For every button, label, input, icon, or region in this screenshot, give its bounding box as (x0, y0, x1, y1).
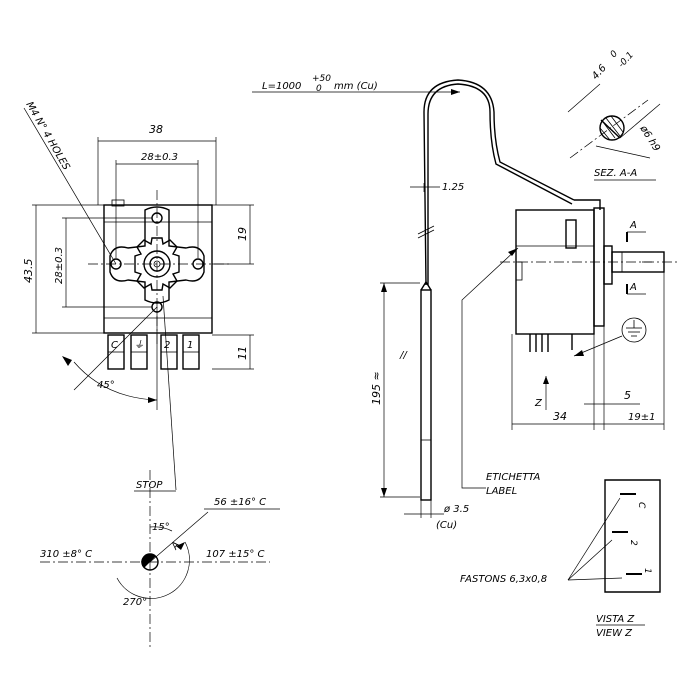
section-letter-top: A (629, 220, 637, 231)
dim-height-label: 43.5 (22, 259, 35, 284)
angle-15-label: 15° (152, 522, 170, 533)
right-temp-label: 107 ±15° C (206, 549, 265, 560)
rotation-label: 270° (123, 597, 147, 608)
section-title: SEZ. A-A (594, 168, 637, 179)
section-dim-dia6: ø6 h9 (637, 123, 662, 154)
label-line2: LABEL (486, 486, 517, 497)
left-temp-label: 310 ±8° C (40, 549, 92, 560)
front-view: C ⏚ 2 1 38 28±0.3 43.5 28±0.3 19 (22, 100, 254, 491)
dim-width-label: 38 (149, 123, 163, 136)
thermostat-body (103, 204, 213, 334)
length-label: L=1000 (262, 81, 301, 92)
angle-45-label: 45° (97, 380, 115, 391)
view-z-body (604, 479, 661, 593)
bulb-length-label: 195 ≈ (370, 371, 383, 405)
section-letter-bottom: A (629, 282, 637, 293)
hole-note: M4 N° 4 HOLES (23, 100, 71, 173)
tube-dia-label: 1.25 (442, 182, 464, 193)
side-view: A A Z 34 5 19±1 ETICHETTA LABEL (461, 199, 680, 497)
top-right-temp-label: 56 ±16° C (214, 497, 266, 508)
dim-19-label: 19±1 (628, 412, 655, 423)
ground-symbol (621, 317, 647, 343)
capillary-tube: L=1000 +50 0 mm (Cu) 1.25 // 195 ≈ ø 3.5… (252, 74, 575, 531)
mounting-plate (109, 206, 205, 304)
z-label: Z (534, 398, 543, 409)
dim-hole-spacing-h-label: 28±0.3 (141, 152, 178, 163)
section-dim-46-upper: 0 (609, 49, 620, 60)
section-aa: 4.6 0 -0.1 ø6 h9 SEZ. A-A (567, 49, 662, 181)
capillary-loop (423, 79, 575, 286)
dim-hole-spacing-v-label: 28±0.3 (54, 247, 65, 284)
dim-right-label: 19 (236, 227, 249, 241)
length-tol-upper: +50 (312, 74, 331, 84)
length-tol-lower: 0 (316, 84, 322, 94)
section-dim-46-lower: -0.1 (617, 50, 636, 70)
length-unit: mm (Cu) (334, 81, 378, 92)
shaft-gear (134, 237, 180, 291)
terminal-label-1: 1 (187, 340, 193, 351)
dim-terminal-label: 11 (236, 346, 249, 360)
terminal-label-2: 2 (164, 340, 170, 351)
break-mark: // (399, 350, 408, 361)
view-z: C 2 1 FASTONS 6,3x0,8 VISTA Z VIEW Z (460, 479, 661, 639)
bulb-material-label: (Cu) (436, 520, 457, 531)
view-z-terminal-1: 1 (642, 568, 652, 574)
side-body (515, 209, 595, 335)
bulb-dia-label: ø 3.5 (443, 504, 469, 515)
section-dim-46: 4.6 (590, 63, 609, 82)
shaft (611, 251, 665, 273)
label-line1: ETICHETTA (486, 472, 540, 483)
mounting-hole-left (110, 258, 122, 270)
view-z-title1: VISTA Z (596, 614, 635, 625)
terminal-block: C ⏚ 2 1 (107, 334, 200, 370)
dim-5-label: 5 (624, 389, 631, 402)
view-z-title2: VIEW Z (596, 628, 633, 639)
fastons-label: FASTONS 6,3x0,8 (460, 574, 547, 585)
view-z-terminal-c: C (636, 502, 646, 509)
stop-label: STOP (136, 480, 163, 491)
view-z-terminal-2: 2 (628, 540, 638, 546)
terminal-label-ground: ⏚ (134, 340, 144, 351)
sensing-bulb (420, 289, 432, 501)
dial-diagram: STOP 56 ±16° C 15° A 310 ±8° C 107 ±15° … (40, 470, 280, 650)
mounting-hole-right (192, 258, 204, 270)
terminal-label-c: C (111, 340, 118, 351)
dim-34-label: 34 (553, 410, 567, 423)
